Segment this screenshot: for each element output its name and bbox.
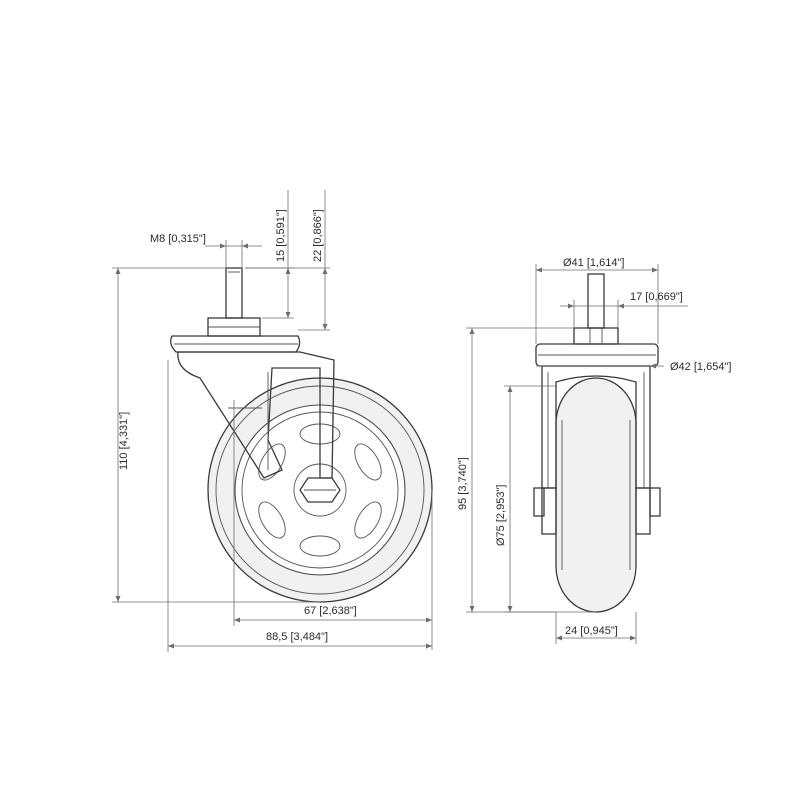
label-height: 110 [4,331"]	[118, 412, 130, 470]
front-view: Ø41 [1,614"] 17 [0,669"] Ø42 [1,654"] 95…	[457, 257, 731, 644]
spoke-window	[354, 501, 382, 539]
label-wheel-width: 24 [0,945"]	[565, 625, 618, 637]
dim-plate-dia: Ø41 [1,614"]	[535, 257, 659, 344]
bracket-leg-left	[541, 487, 557, 535]
dim-wheel-width: 24 [0,945"]	[555, 612, 637, 644]
front-top-plate	[535, 327, 659, 367]
front-bracket	[533, 365, 661, 535]
bracket-leg-right	[635, 487, 651, 535]
label-thread: M8 [0,315"]	[150, 233, 206, 245]
front-threaded-stem	[587, 273, 605, 329]
spoke-window	[354, 443, 382, 481]
dim-height: 110 [4,331"]	[112, 267, 320, 603]
dim-wheel-dia: Ø75 [2,953"]	[495, 385, 556, 613]
dim-stem-total: 22 [0,866"]	[245, 190, 330, 331]
spoke-window	[258, 501, 286, 539]
label-plate-dia: Ø41 [1,614"]	[563, 257, 624, 269]
label-wheel-dia: Ø75 [2,953"]	[495, 485, 507, 546]
dim-thread: M8 [0,315"]	[150, 233, 262, 268]
label-bracket-dia: Ø42 [1,654"]	[670, 361, 731, 373]
dim-bracket-dia: Ø42 [1,654"]	[536, 361, 731, 373]
axle-nut-right	[649, 487, 661, 517]
dim-offset: 67 [2,638"]	[233, 400, 433, 650]
axle-nut-left	[533, 487, 545, 517]
label-width: 88,5 [3,484"]	[266, 631, 328, 643]
label-front-height: 95 [3,740"]	[457, 457, 469, 510]
side-top-plate	[170, 317, 301, 353]
front-tire	[555, 377, 637, 613]
dim-stem-length: 15 [0,591"]	[245, 190, 294, 319]
dim-front-height: 95 [3,740"]	[457, 327, 596, 613]
spoke-window	[299, 535, 341, 557]
dim-width: 88,5 [3,484"]	[167, 360, 432, 652]
side-view: M8 [0,315"] 15 [0,591"] 22 [0,866"]	[112, 190, 433, 652]
side-stem	[225, 267, 243, 319]
label-offset: 67 [2,638"]	[304, 605, 357, 617]
side-wheel	[207, 377, 433, 603]
threaded-stem	[225, 267, 243, 319]
label-stem-total: 22 [0,866"]	[312, 209, 324, 262]
dim-plate-size: 17 [0,669"]	[560, 291, 688, 328]
label-stem-length: 15 [0,591"]	[275, 209, 287, 262]
label-plate-size: 17 [0,669"]	[630, 291, 683, 303]
front-hex-nut	[573, 327, 619, 345]
